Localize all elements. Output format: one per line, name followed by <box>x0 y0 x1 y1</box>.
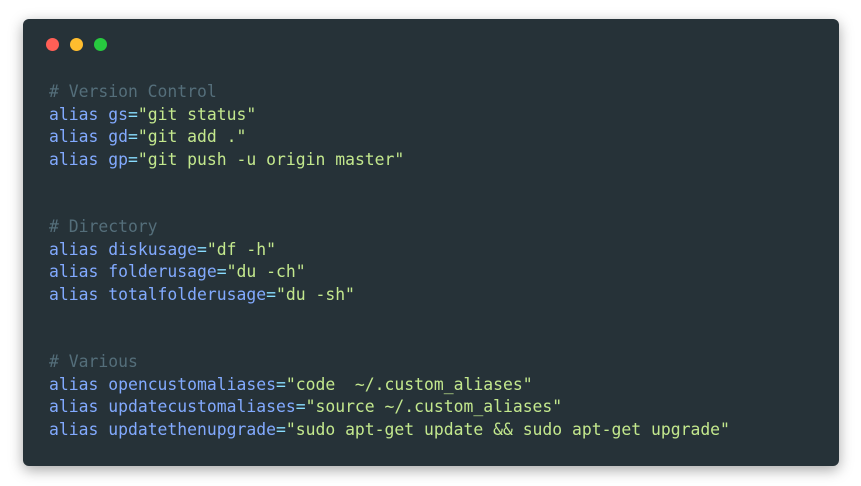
alias-keyword: alias <box>49 149 99 169</box>
alias-name: diskusage <box>108 239 198 259</box>
alias-keyword: alias <box>49 397 99 416</box>
alias-name: gs <box>108 104 128 124</box>
alias-value: "git status" <box>137 104 257 124</box>
close-button[interactable] <box>46 38 59 51</box>
alias-line: alias gp="git push -u origin master" <box>49 149 730 172</box>
blank-line <box>49 329 730 352</box>
equals-operator: = <box>127 149 138 169</box>
blank-line <box>49 194 730 217</box>
alias-value: "sudo apt-get update && sudo apt-get upg… <box>285 419 730 439</box>
alias-value: "du -ch" <box>226 262 306 281</box>
alias-keyword: alias <box>49 262 99 281</box>
alias-value: "code ~/.custom_aliases" <box>285 374 533 394</box>
alias-name: updatecustomaliases <box>108 397 296 416</box>
alias-keyword: alias <box>49 104 99 124</box>
alias-value: "git push -u origin master" <box>137 149 405 169</box>
comment-line: # Version Control <box>49 81 730 104</box>
blank-line <box>49 306 730 329</box>
alias-line: alias gs="git status" <box>49 104 730 127</box>
alias-value: "df -h" <box>206 239 276 259</box>
alias-keyword: alias <box>49 127 99 146</box>
alias-keyword: alias <box>49 374 99 394</box>
equals-operator: = <box>266 284 276 304</box>
alias-name: totalfolderusage <box>108 284 267 304</box>
alias-value: "du -sh" <box>275 284 355 304</box>
alias-keyword: alias <box>49 239 99 259</box>
section-comment: # Version Control <box>49 82 217 101</box>
alias-line: alias totalfolderusage="du -sh" <box>49 284 730 307</box>
comment-line: # Various <box>49 351 730 374</box>
alias-line: alias diskusage="df -h" <box>49 239 730 262</box>
equals-operator: = <box>275 419 286 439</box>
equals-operator: = <box>216 262 227 281</box>
alias-value: "git add ." <box>137 127 247 146</box>
alias-keyword: alias <box>49 284 99 304</box>
equals-operator: = <box>127 127 138 146</box>
maximize-button[interactable] <box>94 38 107 51</box>
alias-name: gd <box>108 127 128 146</box>
alias-line: alias updatethenupgrade="sudo apt-get up… <box>49 419 730 442</box>
alias-keyword: alias <box>49 419 99 439</box>
alias-name: opencustomaliases <box>108 374 276 394</box>
alias-name: folderusage <box>108 262 217 281</box>
section-comment: # Various <box>49 352 138 371</box>
section-comment: # Directory <box>49 217 158 236</box>
alias-line: alias gd="git add ." <box>49 126 730 149</box>
equals-operator: = <box>275 374 286 394</box>
alias-name: updatethenupgrade <box>108 419 276 439</box>
alias-line: alias updatecustomaliases="source ~/.cus… <box>49 396 730 419</box>
equals-operator: = <box>197 239 207 259</box>
alias-value: "source ~/.custom_aliases" <box>305 397 563 416</box>
alias-line: alias opencustomaliases="code ~/.custom_… <box>49 374 730 397</box>
alias-name: gp <box>108 149 128 169</box>
equals-operator: = <box>127 104 138 124</box>
blank-line <box>49 171 730 194</box>
comment-line: # Directory <box>49 216 730 239</box>
minimize-button[interactable] <box>70 38 83 51</box>
equals-operator: = <box>295 397 306 416</box>
alias-line: alias folderusage="du -ch" <box>49 261 730 284</box>
